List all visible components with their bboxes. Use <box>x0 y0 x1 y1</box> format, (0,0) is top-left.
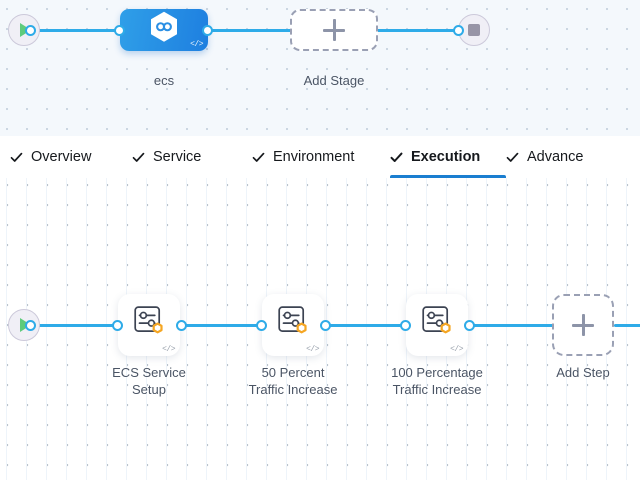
step-node-ecs-service-setup[interactable]: </> <box>118 294 180 356</box>
check-icon <box>132 151 145 164</box>
tab-overview[interactable]: Overview <box>10 136 132 178</box>
settings-sliders-icon <box>276 304 310 343</box>
tab-service-label: Service <box>153 148 202 165</box>
code-badge-icon: </> <box>190 40 203 49</box>
exec-step2-input-dot[interactable] <box>256 320 267 331</box>
add-stage-label: Add Stage <box>303 73 365 88</box>
stage-canvas[interactable]: </> ecs Add Stage <box>0 0 640 136</box>
stage-end-connector-dot[interactable] <box>453 25 464 36</box>
stage-node-ecs[interactable]: </> <box>120 9 208 51</box>
exec-connector-step2-to-step3 <box>326 324 424 327</box>
exec-connector-step1-to-step2 <box>182 324 280 327</box>
exec-connector-start-to-step1 <box>30 324 128 327</box>
add-stage-button[interactable] <box>290 9 378 51</box>
code-badge-icon: </> <box>162 345 175 354</box>
exec-step1-output-dot[interactable] <box>176 320 187 331</box>
add-step-button[interactable] <box>552 294 614 356</box>
exec-connector-add-to-next <box>614 324 640 327</box>
tab-overview-label: Overview <box>31 148 92 165</box>
check-icon <box>252 151 265 164</box>
tab-service[interactable]: Service <box>132 136 252 178</box>
exec-step3-output-dot[interactable] <box>464 320 475 331</box>
exec-step1-input-dot[interactable] <box>112 320 123 331</box>
step-label-ecs-service-setup: ECS Service Setup <box>112 365 186 397</box>
exec-start-connector-dot[interactable] <box>25 320 36 331</box>
tab-environment-label: Environment <box>273 148 355 165</box>
plus-icon <box>323 19 345 41</box>
add-step-label: Add Step <box>556 365 610 380</box>
infinity-hexagon-icon <box>149 11 179 48</box>
check-icon <box>390 151 403 164</box>
pipeline-end-node[interactable] <box>458 14 490 46</box>
exec-connector-step3-to-add <box>470 324 554 327</box>
plus-icon <box>572 314 594 336</box>
exec-step2-output-dot[interactable] <box>320 320 331 331</box>
step-label-100-percentage-traffic-increase: 100 Percentage Traffic Increase <box>391 365 483 397</box>
stage-node-label: ecs <box>153 73 175 88</box>
execution-start-node[interactable] <box>8 309 40 341</box>
stage-connector-ecs-to-add <box>208 29 292 32</box>
stage-ecs-output-dot[interactable] <box>202 25 213 36</box>
exec-step3-input-dot[interactable] <box>400 320 411 331</box>
execution-canvas[interactable]: </> ECS Service Setup </> <box>0 178 640 480</box>
step-label-50-percent-traffic-increase: 50 Percent Traffic Increase <box>248 365 338 397</box>
tab-execution-label: Execution <box>411 148 481 165</box>
code-badge-icon: </> <box>450 345 463 354</box>
check-icon <box>10 151 23 164</box>
settings-sliders-icon <box>132 304 166 343</box>
stage-connector-add-to-end <box>376 29 464 32</box>
tab-environment[interactable]: Environment <box>252 136 390 178</box>
check-icon <box>506 151 519 164</box>
settings-sliders-icon <box>420 304 454 343</box>
code-badge-icon: </> <box>306 345 319 354</box>
tab-advanced-label: Advance <box>527 148 584 165</box>
tab-advanced[interactable]: Advance <box>506 136 626 178</box>
step-node-100-percentage-traffic-increase[interactable]: </> <box>406 294 468 356</box>
stage-connector-start-to-ecs <box>30 29 128 32</box>
section-tabs: Overview Service Environment Execution A… <box>0 136 640 178</box>
stage-start-connector-dot[interactable] <box>25 25 36 36</box>
step-node-50-percent-traffic-increase[interactable]: </> <box>262 294 324 356</box>
stage-ecs-input-dot[interactable] <box>114 25 125 36</box>
stop-icon <box>468 24 480 36</box>
tab-execution[interactable]: Execution <box>390 136 506 178</box>
